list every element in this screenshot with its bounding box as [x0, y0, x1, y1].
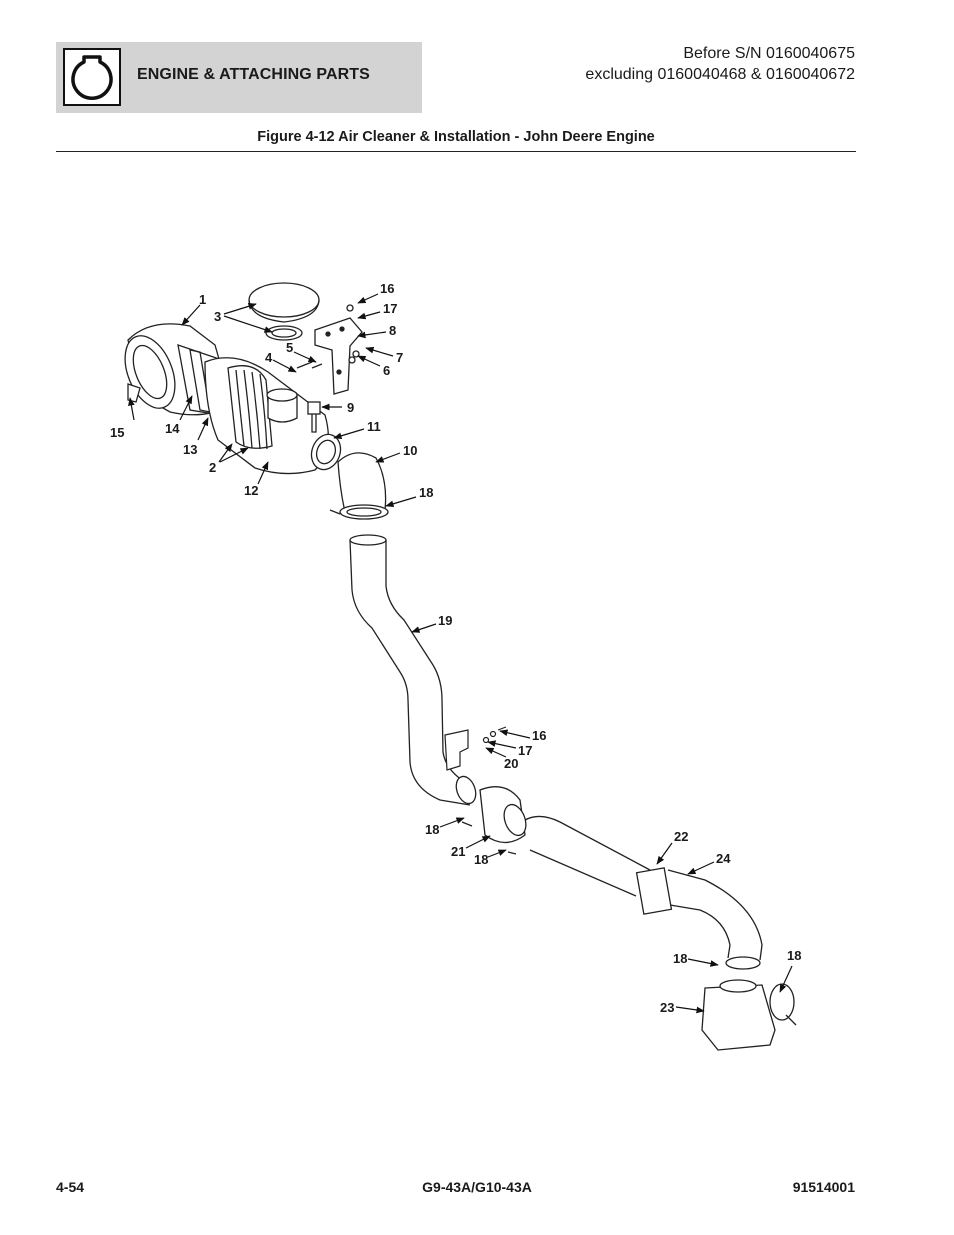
- leader-13: [197, 417, 209, 441]
- leader-16a: [357, 293, 379, 304]
- leader-2a: [218, 443, 233, 463]
- title-divider: [56, 151, 856, 152]
- engine-section-icon: [63, 48, 121, 106]
- callout-18-coupler-left: 18: [425, 822, 439, 837]
- callout-4: 4: [265, 350, 273, 365]
- callout-7: 7: [396, 350, 403, 365]
- callout-20: 20: [504, 756, 518, 771]
- hose-coupler: [455, 775, 527, 855]
- leader-18d: [687, 958, 719, 967]
- leader-3a: [223, 303, 257, 315]
- leader-21: [465, 835, 491, 849]
- leader-1: [181, 304, 201, 326]
- leader-18b: [439, 817, 465, 828]
- callout-10: 10: [403, 443, 417, 458]
- callout-12: 12: [244, 483, 258, 498]
- callout-6: 6: [383, 363, 390, 378]
- callout-14: 14: [165, 421, 180, 436]
- callout-18-outlet-right: 18: [787, 948, 801, 963]
- callout-2: 2: [209, 460, 216, 475]
- leader-24: [687, 861, 715, 875]
- callout-18-coupler-right: 18: [474, 852, 488, 867]
- callout-16-lower: 16: [532, 728, 546, 743]
- leader-lines: [128, 293, 793, 1014]
- elbow-hose: [329, 452, 389, 520]
- leader-2b: [219, 447, 249, 463]
- outlet-adapter: [701, 956, 797, 1051]
- leader-23: [675, 1006, 705, 1014]
- leader-17a: [357, 311, 381, 320]
- leader-7: [365, 346, 394, 357]
- callout-3: 3: [214, 309, 221, 324]
- callout-22: 22: [674, 829, 688, 844]
- leader-20: [485, 747, 507, 758]
- leader-3b: [223, 315, 273, 333]
- leader-15: [128, 397, 135, 421]
- leader-6: [357, 355, 381, 367]
- tube-bracket: [444, 726, 507, 771]
- callout-labels: 1 3 4 5 16 17 8 7 6 9 11 10 18 15 14 13 …: [110, 281, 801, 1015]
- leader-5: [293, 351, 317, 363]
- section-title: ENGINE & ATTACHING PARTS: [137, 66, 370, 83]
- callout-5: 5: [286, 340, 293, 355]
- model-number: G9-43A/G10-43A: [422, 1179, 532, 1195]
- air-cleaner-assembly: [124, 323, 342, 475]
- callout-15: 15: [110, 425, 124, 440]
- callout-18-elbow: 18: [419, 485, 433, 500]
- leader-18a: [385, 496, 417, 508]
- leader-22: [656, 842, 673, 865]
- leader-17b: [487, 740, 517, 749]
- page-number: 4-54: [56, 1179, 85, 1195]
- leader-4: [272, 359, 297, 373]
- callout-24: 24: [716, 851, 731, 866]
- figure-title: Figure 4-12 Air Cleaner & Installation -…: [257, 129, 655, 145]
- callout-17-lower: 17: [518, 743, 532, 758]
- leader-19: [411, 623, 437, 633]
- callout-21: 21: [451, 844, 465, 859]
- callout-23: 23: [660, 1000, 674, 1015]
- leader-12: [257, 461, 269, 485]
- document-number: 91514001: [792, 1179, 855, 1195]
- leader-14: [179, 395, 193, 421]
- lower-tube: [524, 815, 763, 961]
- leader-18e: [779, 965, 793, 993]
- serial-excluding: excluding 0160040468 & 0160040672: [585, 66, 855, 83]
- intake-tube: [349, 534, 471, 806]
- callout-11: 11: [367, 419, 381, 434]
- callout-18-outlet-left: 18: [673, 951, 687, 966]
- callout-13: 13: [183, 442, 197, 457]
- callout-17-top: 17: [383, 301, 397, 316]
- leader-8: [357, 331, 387, 339]
- callout-9: 9: [347, 400, 354, 415]
- callout-1: 1: [199, 292, 206, 307]
- leader-11: [333, 428, 365, 440]
- serial-before: Before S/N 0160040675: [683, 45, 855, 62]
- callout-16-top: 16: [380, 281, 394, 296]
- serial-range: Before S/N 0160040675 excluding 01600404…: [585, 43, 855, 85]
- callout-8: 8: [389, 323, 396, 338]
- callout-19: 19: [438, 613, 452, 628]
- precleaner-cap: [248, 282, 320, 341]
- leader-16b: [499, 729, 531, 739]
- leader-18c: [487, 849, 507, 858]
- leader-10: [375, 452, 401, 463]
- mounting-bracket: [296, 304, 363, 395]
